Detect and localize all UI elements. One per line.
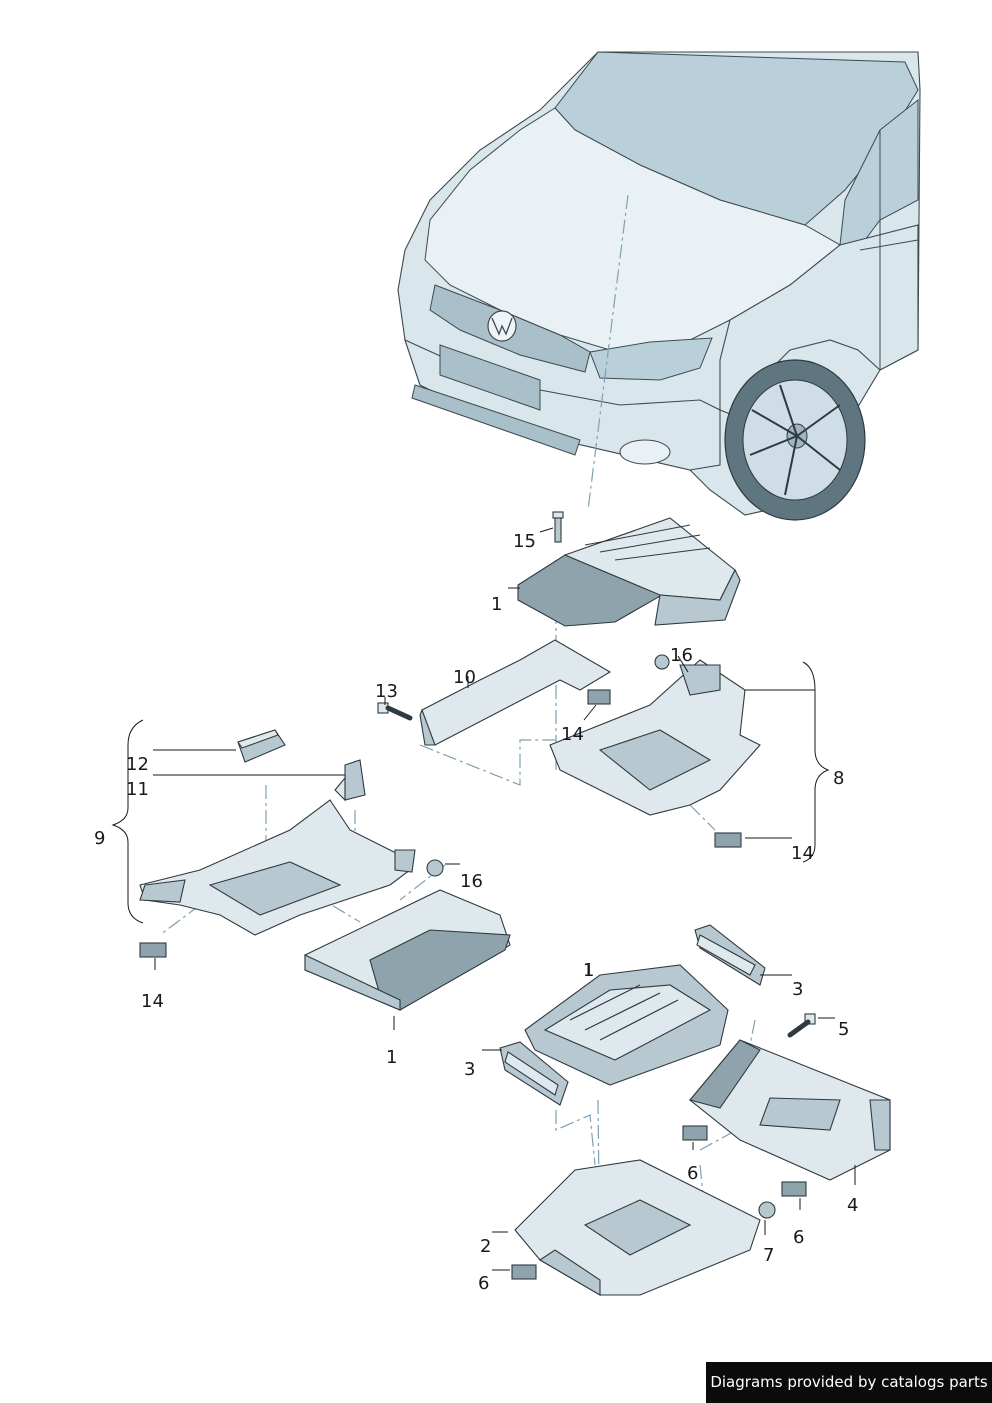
bracket-9 xyxy=(139,799,416,936)
clip-11 xyxy=(334,759,366,802)
bolt-15 xyxy=(552,511,564,543)
clip-6-center xyxy=(682,1125,708,1141)
callout-7: 7 xyxy=(763,1245,774,1266)
brace-8 xyxy=(802,661,830,863)
callout-4: 4 xyxy=(847,1195,858,1216)
lower-grille xyxy=(411,384,581,456)
ecu-left xyxy=(304,889,511,1011)
clip-6-left xyxy=(511,1264,537,1280)
side-window xyxy=(839,98,919,246)
callout-6-left: 6 xyxy=(478,1273,489,1294)
front-fender xyxy=(719,224,919,421)
clip-14-mid xyxy=(587,689,611,705)
callout-5: 5 xyxy=(838,1019,849,1040)
ecu-upper xyxy=(517,517,741,627)
callout-1-left: 1 xyxy=(386,1047,397,1068)
bracket-4 xyxy=(689,1039,891,1181)
callout-16-top: 16 xyxy=(670,645,693,666)
callout-6-right: 6 xyxy=(793,1227,804,1248)
callout-8: 8 xyxy=(833,768,844,789)
relay-3-left xyxy=(499,1041,569,1106)
callout-14-mid: 14 xyxy=(561,724,584,745)
brace-9 xyxy=(111,719,144,924)
callout-14-right: 14 xyxy=(791,843,814,864)
nut-16-left xyxy=(426,859,444,877)
callout-13: 13 xyxy=(375,681,398,702)
front-wheel xyxy=(724,359,866,521)
bracket-2 xyxy=(514,1159,761,1296)
bracket-10 xyxy=(419,639,612,746)
callout-16-left: 16 xyxy=(460,871,483,892)
fog-light xyxy=(619,439,671,465)
headlight xyxy=(589,337,713,381)
nut-16-top xyxy=(654,654,670,670)
car-illustration xyxy=(397,51,921,521)
bracket-8 xyxy=(549,659,761,816)
credit-text: Diagrams provided by catalogs parts xyxy=(710,1373,988,1391)
nut-7 xyxy=(758,1201,776,1219)
callout-12: 12 xyxy=(126,754,149,775)
bolt-5 xyxy=(787,1013,816,1038)
callout-14-left: 14 xyxy=(141,991,164,1012)
leader-lines xyxy=(153,527,856,1271)
clip-12 xyxy=(237,729,286,763)
callout-10: 10 xyxy=(453,667,476,688)
callout-9: 9 xyxy=(94,828,105,849)
callout-11: 11 xyxy=(126,779,149,800)
credit-banner: Diagrams provided by catalogs parts xyxy=(706,1362,992,1403)
callout-1-top: 1 xyxy=(491,594,502,615)
clip-14-left xyxy=(139,942,167,958)
callout-3-right: 3 xyxy=(792,979,803,1000)
callout-1-bottom: 1 xyxy=(583,960,594,981)
bolt-13 xyxy=(377,702,413,721)
callout-labels: 1 15 10 16 13 14 8 14 12 11 9 16 14 1 1 … xyxy=(94,531,858,1294)
callout-2: 2 xyxy=(480,1236,491,1257)
clip-6-right xyxy=(781,1181,807,1197)
clip-14-right xyxy=(714,832,742,848)
license-plate-area xyxy=(439,344,541,411)
callout-6-center: 6 xyxy=(687,1163,698,1184)
callout-15: 15 xyxy=(513,531,536,552)
ecu-lower xyxy=(524,964,729,1086)
callout-3-left: 3 xyxy=(464,1059,475,1080)
relay-3-right xyxy=(694,924,766,986)
vw-logo-icon xyxy=(487,310,517,342)
